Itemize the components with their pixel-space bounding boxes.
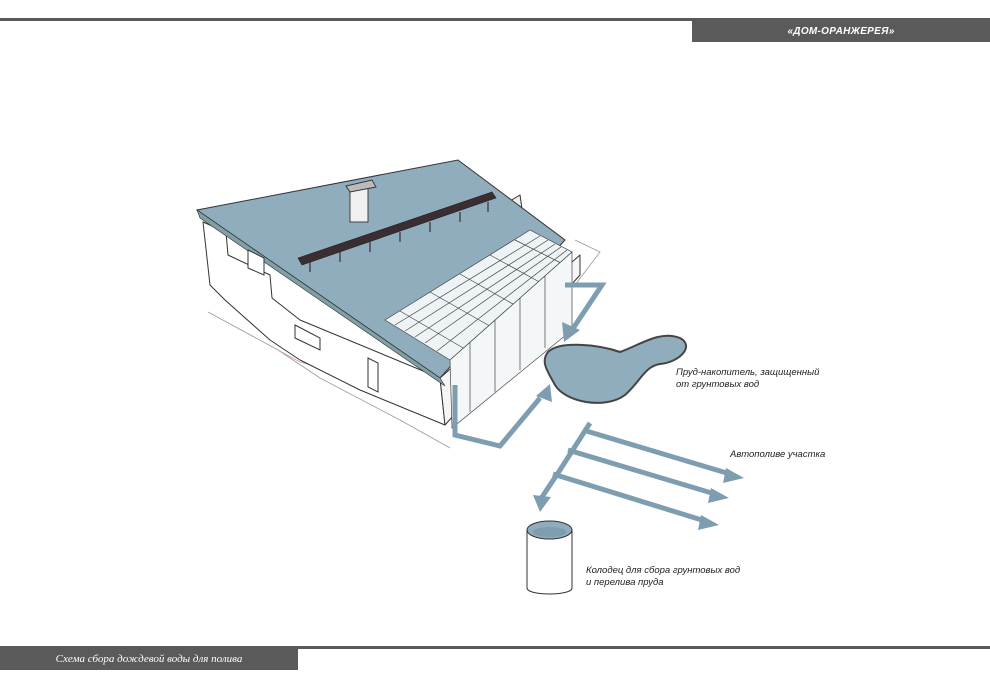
chimney bbox=[345, 179, 377, 223]
footer-caption: Схема сбора дождевой воды для полива bbox=[0, 649, 298, 670]
header-title: «ДОМ-ОРАНЖЕРЕЯ» bbox=[692, 21, 990, 42]
flow-arrowheads bbox=[533, 322, 580, 512]
irrigation-label: Автополиве участка bbox=[730, 449, 826, 460]
well-label-2: и перелива пруда bbox=[586, 577, 664, 588]
pond-label-1: Пруд-накопитель, защищенный bbox=[676, 367, 820, 378]
bottom-rule bbox=[0, 646, 990, 649]
ridge-bar bbox=[297, 191, 497, 272]
irrigation-arrows bbox=[552, 427, 731, 524]
windows bbox=[247, 249, 379, 393]
roof-edge bbox=[196, 209, 446, 387]
well-label-1: Колодец для сбора грунтовых вод bbox=[586, 565, 741, 576]
top-rule bbox=[0, 18, 990, 21]
greenhouse bbox=[384, 229, 573, 429]
water-flow bbox=[452, 282, 607, 502]
pond-label-2: от грунтовых вод bbox=[676, 379, 760, 390]
well bbox=[526, 520, 573, 595]
pond bbox=[543, 334, 688, 404]
